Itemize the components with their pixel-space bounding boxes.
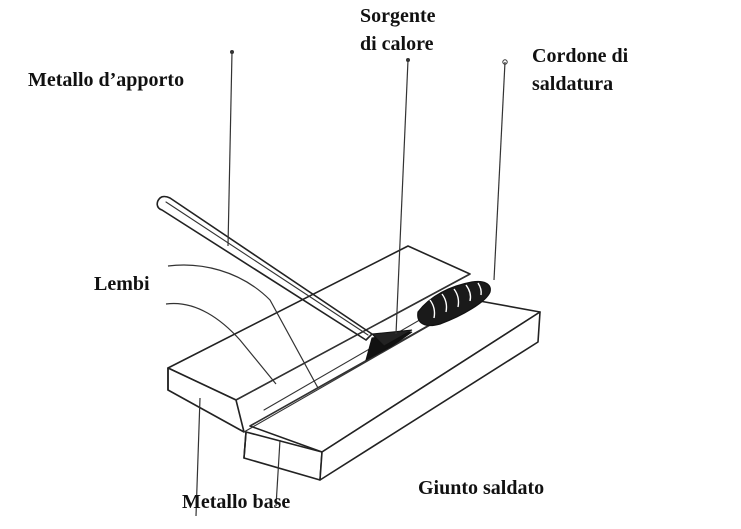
- leader-sorgente-dot: [406, 58, 410, 62]
- label-giunto-saldato: Giunto saldato: [418, 477, 544, 499]
- leader-lines: [165, 50, 508, 517]
- leader-cordone-dot: [502, 59, 508, 65]
- weld-bead: [417, 280, 491, 327]
- filler-rod-highlight: [165, 201, 369, 336]
- right-plate-corner: [243, 431, 247, 459]
- leader-metallo-base-right: [275, 439, 281, 507]
- bevel-edge-left: [235, 273, 471, 401]
- leader-sorgente: [395, 59, 409, 335]
- base-plates: [167, 245, 541, 481]
- label-sorgente-line2: di calore: [360, 33, 434, 55]
- label-metallo-apporto: Metallo d’apporto: [28, 69, 184, 91]
- leader-metallo-apporto: [227, 51, 233, 247]
- leader-metallo-base-left: [195, 397, 201, 517]
- label-cordone-line2: saldatura: [532, 73, 613, 95]
- heat-source: [365, 329, 413, 361]
- label-cordone-line1: Cordone di: [532, 45, 629, 67]
- torch-tip: [370, 329, 413, 347]
- label-metallo-base: Metallo base: [182, 491, 290, 513]
- filler-rod: [156, 195, 373, 341]
- leader-lembi-upper: [167, 264, 319, 389]
- weld-bead-shape: [417, 280, 491, 327]
- labels: Sorgente di calore Metallo d’apporto Cor…: [28, 5, 629, 513]
- leader-cordone: [493, 61, 506, 281]
- filler-rod-outline: [156, 195, 373, 341]
- label-sorgente-line1: Sorgente: [360, 5, 436, 27]
- weld-bead-ripples: [429, 282, 482, 319]
- leader-lembi-lower: [165, 302, 277, 385]
- leader-metallo-apporto-dot: [230, 50, 234, 54]
- label-lembi: Lembi: [94, 273, 150, 295]
- right-plate-side: [319, 311, 541, 481]
